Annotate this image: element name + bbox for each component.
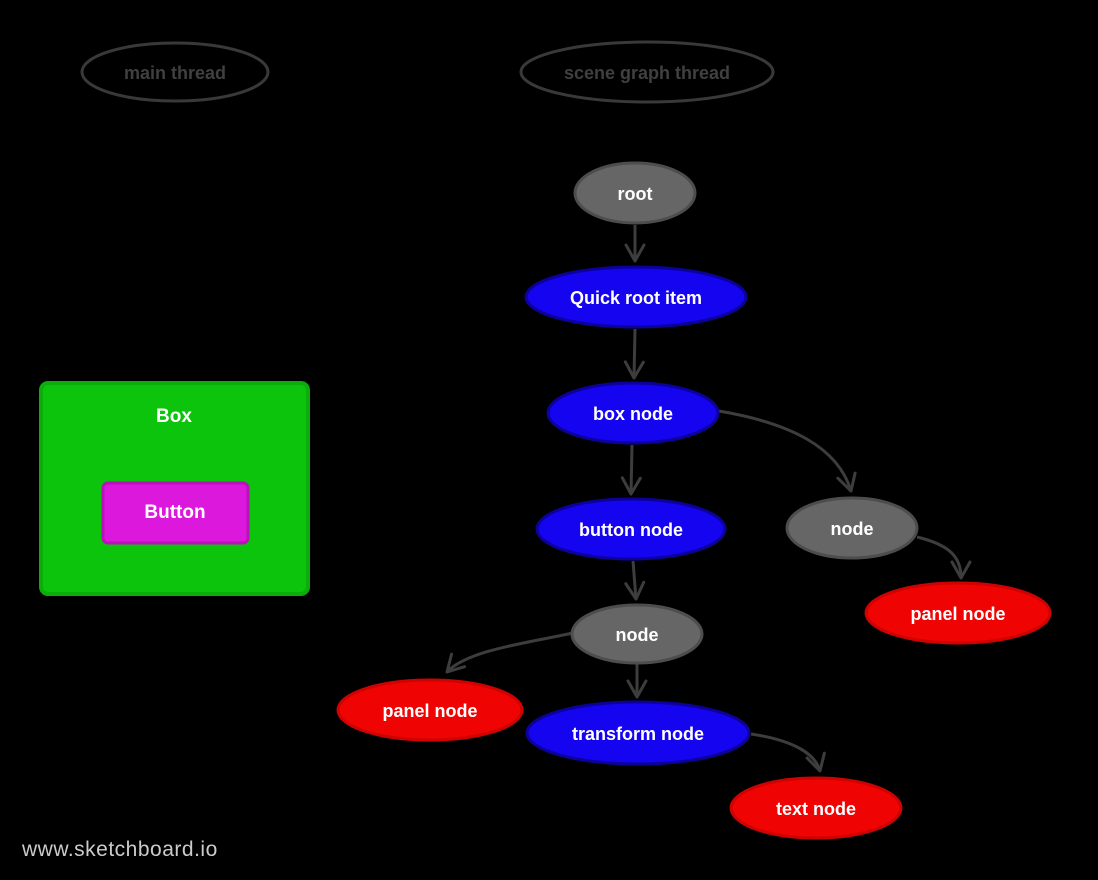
node-button-node-ellipse[interactable] [535, 497, 727, 561]
edge-box-node-to-node-right[interactable] [718, 409, 857, 493]
node-node-lower-ellipse[interactable] [570, 603, 704, 665]
node-node-right-ellipse[interactable] [785, 496, 919, 560]
node-panel-node-left-ellipse[interactable] [336, 678, 524, 742]
main-thread-label: main thread [124, 63, 226, 83]
button-shape[interactable]: Button [101, 481, 250, 545]
node-root-ellipse[interactable] [573, 161, 697, 225]
node-box-node[interactable]: box node [546, 381, 720, 445]
edge-button-node-to-node-lower[interactable] [624, 560, 646, 601]
node-panel-node-right[interactable]: panel node [864, 581, 1052, 645]
sketchboard-watermark: www.sketchboard.io [22, 838, 218, 861]
thread-labels-layer: main thread scene graph thread [80, 40, 775, 104]
button-rect[interactable] [101, 481, 250, 545]
edge-node-lower-to-panel-node-left[interactable] [445, 631, 574, 674]
edges-layer [445, 225, 972, 773]
edge-quick-root-item-to-box-node[interactable] [623, 328, 645, 380]
node-text-node-ellipse[interactable] [729, 776, 903, 840]
edge-transform-node-to-text-node[interactable] [750, 732, 826, 773]
main-thread-ellipse[interactable] [80, 41, 270, 103]
node-transform-node-ellipse[interactable] [525, 700, 751, 766]
node-quick-root-item-ellipse[interactable] [524, 265, 748, 329]
node-box-node-ellipse[interactable] [546, 381, 720, 445]
edge-box-node-to-button-node[interactable] [620, 444, 642, 496]
scene-graph-thread-ellipse[interactable] [519, 40, 775, 104]
node-text-node[interactable]: text node [729, 776, 903, 840]
node-transform-node[interactable]: transform node [525, 700, 751, 766]
thread-label-scene-graph-thread[interactable]: scene graph thread [519, 40, 775, 104]
node-root[interactable]: root [573, 161, 697, 225]
node-button-node[interactable]: button node [535, 497, 727, 561]
node-node-lower[interactable]: node [570, 603, 704, 665]
node-panel-node-right-ellipse[interactable] [864, 581, 1052, 645]
node-panel-node-left[interactable]: panel node [336, 678, 524, 742]
thread-label-main-thread[interactable]: main thread [80, 41, 270, 103]
scene-graph-thread-label: scene graph thread [564, 63, 730, 83]
node-node-right[interactable]: node [785, 496, 919, 560]
edge-node-right-to-panel-node-right[interactable] [916, 535, 972, 580]
node-quick-root-item[interactable]: Quick root item [524, 265, 748, 329]
